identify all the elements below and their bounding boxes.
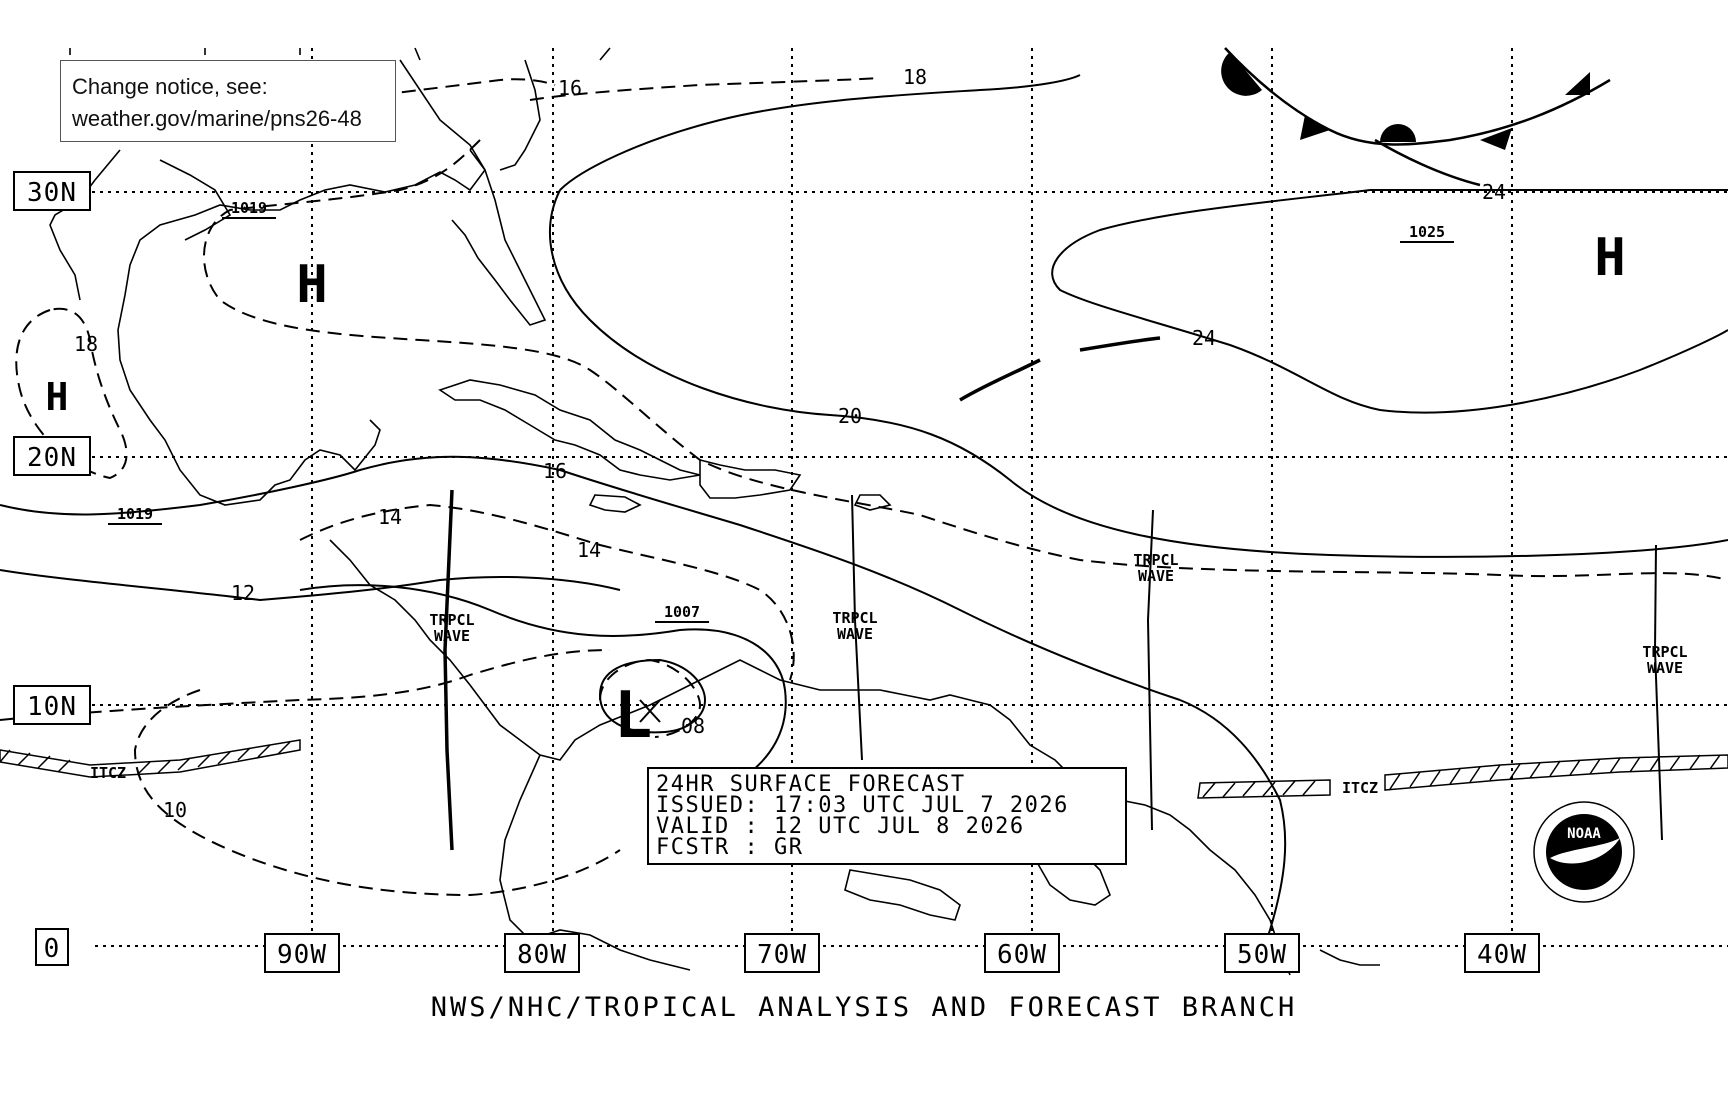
high-pressure-symbol: H bbox=[46, 375, 69, 419]
lon-label-90w: 90W bbox=[277, 940, 327, 970]
latitude-labels bbox=[13, 171, 91, 966]
isobar-18-upper bbox=[529, 77, 881, 101]
isobar-value: 16 bbox=[543, 459, 567, 483]
itcz-bands bbox=[0, 739, 1728, 799]
isobar-value: 14 bbox=[577, 538, 601, 562]
tropical-wave-label: WAVE bbox=[1647, 659, 1683, 677]
longitude-label-boxes bbox=[264, 933, 1540, 973]
tropical-wave-label: TRPCL bbox=[832, 609, 877, 627]
isobar-value: 14 bbox=[378, 505, 402, 529]
change-notice-line1: Change notice, see: bbox=[72, 74, 268, 99]
isobar-value: 24 bbox=[1192, 326, 1216, 350]
noaa-logo: NOAA bbox=[1533, 801, 1635, 903]
shear-line bbox=[959, 336, 1161, 402]
isobar-low-outer bbox=[299, 584, 787, 781]
isobar-value: 18 bbox=[903, 65, 927, 89]
tropical-wave-label: TRPCL bbox=[1642, 643, 1687, 661]
itcz-label: ITCZ bbox=[1342, 779, 1378, 797]
isobar-20 bbox=[559, 74, 1081, 191]
isobar-24 bbox=[1051, 189, 1728, 414]
tropical-wave-axis bbox=[1653, 544, 1663, 841]
isobar-18-left bbox=[15, 307, 128, 480]
isobar-value: 08 bbox=[681, 714, 705, 738]
isobar-18-gulf bbox=[203, 139, 1728, 581]
isobar-value: 18 bbox=[74, 332, 98, 356]
itcz-band bbox=[0, 739, 301, 778]
isobar-16-upper bbox=[379, 78, 556, 96]
isobar-12 bbox=[0, 569, 621, 602]
lat-label-box bbox=[13, 436, 91, 476]
lat-label-10n: 10N bbox=[27, 692, 77, 722]
frontal-boundary bbox=[1224, 47, 1611, 187]
tropical-wave-label: TRPCL bbox=[429, 611, 474, 629]
lat-label-box bbox=[35, 928, 69, 966]
forecast-info-box: 24HR SURFACE FORECAST ISSUED: 17:03 UTC … bbox=[647, 767, 1127, 865]
isobar-value: 24 bbox=[1482, 180, 1506, 204]
central-pressure: 1019 bbox=[117, 505, 153, 523]
central-pressure: 1025 bbox=[1409, 223, 1445, 241]
tropical-wave-label: WAVE bbox=[1138, 567, 1174, 585]
tropical-wave-axis bbox=[851, 494, 863, 761]
low-center-marker bbox=[639, 699, 661, 723]
lon-label-40w: 40W bbox=[1477, 940, 1527, 970]
isobar-20-lower bbox=[549, 189, 1728, 558]
isobar-value: 20 bbox=[838, 404, 862, 428]
central-pressure: 1019 bbox=[231, 199, 267, 217]
isobars bbox=[0, 74, 1728, 961]
lon-label-70w: 70W bbox=[757, 940, 807, 970]
coastlines bbox=[49, 47, 1380, 976]
lon-label-60w: 60W bbox=[997, 940, 1047, 970]
lat-label-20n: 20N bbox=[27, 443, 77, 473]
lat-label-box bbox=[13, 685, 91, 725]
lat-label-equator: 0 bbox=[44, 934, 61, 964]
tropical-wave-label: TRPCL bbox=[1133, 551, 1178, 569]
high-pressure-symbol: H bbox=[1594, 228, 1625, 288]
high-pressure-symbol: H bbox=[296, 255, 327, 315]
lon-label-50w: 50W bbox=[1237, 940, 1287, 970]
forecast-issued: ISSUED: 17:03 UTC JUL 7 2026 bbox=[656, 793, 1069, 818]
noaa-logo-text: NOAA bbox=[1567, 826, 1601, 842]
front-symbols bbox=[1221, 52, 1590, 150]
tropical-wave-axis bbox=[443, 489, 454, 851]
forecast-forecaster: FCSTR : GR bbox=[656, 835, 804, 860]
itcz-band bbox=[1197, 779, 1331, 799]
forecast-title: 24HR SURFACE FORECAST bbox=[656, 772, 966, 797]
isobar-outer bbox=[1179, 699, 1287, 961]
isobar-value: 16 bbox=[558, 76, 582, 100]
isobar-14-lower bbox=[0, 649, 611, 721]
isobar-16 bbox=[0, 455, 1181, 701]
isobar-value: 10 bbox=[163, 798, 187, 822]
lon-label-80w: 80W bbox=[517, 940, 567, 970]
isobars-dashed bbox=[0, 77, 1728, 897]
isobar-10 bbox=[133, 689, 621, 897]
central-pressure: 1007 bbox=[664, 603, 700, 621]
tropical-wave-axes bbox=[443, 489, 1663, 851]
itcz-band bbox=[1384, 754, 1728, 791]
itcz-label: ITCZ bbox=[90, 764, 126, 782]
tropical-wave-label: WAVE bbox=[837, 625, 873, 643]
tropical-wave-axis bbox=[1146, 509, 1154, 831]
lat-label-box bbox=[13, 171, 91, 211]
footer-credit: NWS/NHC/TROPICAL ANALYSIS AND FORECAST B… bbox=[430, 992, 1298, 1023]
tropical-wave-label: WAVE bbox=[434, 627, 470, 645]
forecast-valid: VALID : 12 UTC JUL 8 2026 bbox=[656, 814, 1025, 839]
change-notice: Change notice, see: weather.gov/marine/p… bbox=[60, 60, 396, 142]
change-notice-line2: weather.gov/marine/pns26-48 bbox=[72, 106, 362, 131]
isobar-08 bbox=[599, 658, 702, 738]
isobar-14-upper bbox=[299, 503, 795, 681]
isobar-value: 12 bbox=[231, 581, 255, 605]
lat-label-30n: 30N bbox=[27, 178, 77, 208]
